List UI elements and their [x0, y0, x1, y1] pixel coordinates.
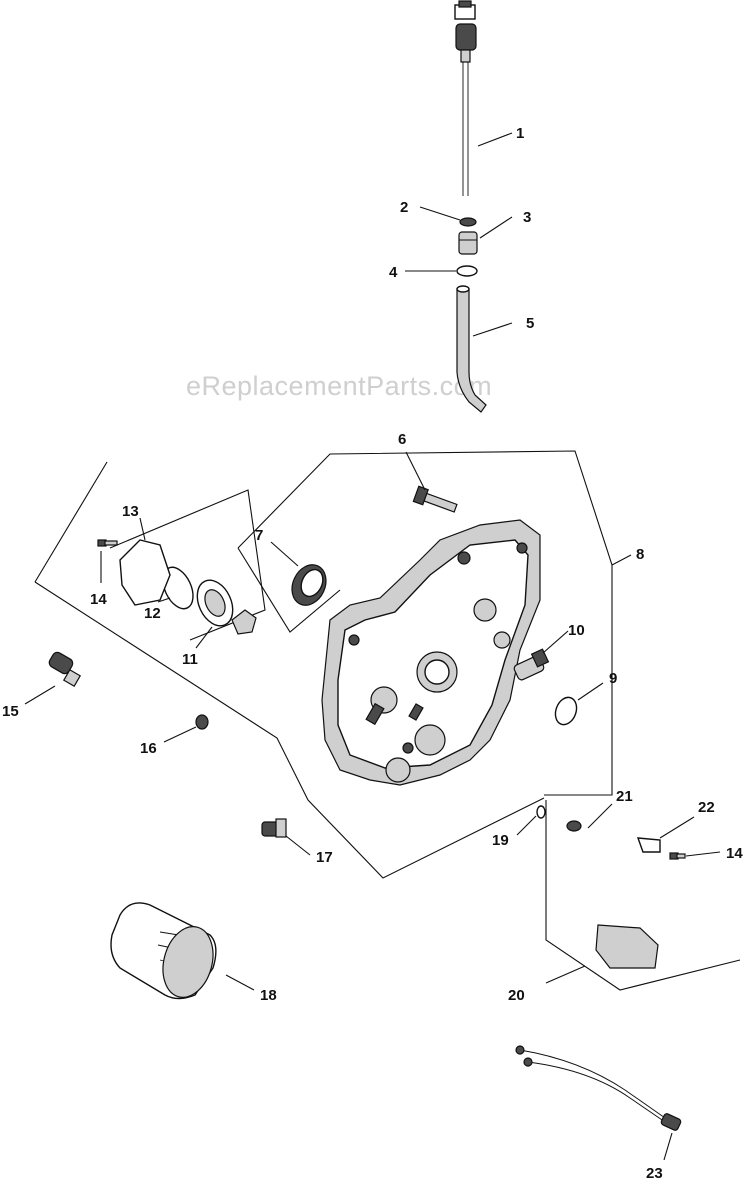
part-7-oil-seal	[291, 564, 327, 606]
callout-4: 4	[389, 264, 398, 281]
callout-22: 22	[698, 799, 715, 816]
part-16-plug	[195, 714, 209, 730]
part-12-o-ring	[162, 566, 194, 610]
callout-18: 18	[260, 987, 277, 1004]
part-22-bracket	[636, 837, 661, 853]
callout-12: 12	[144, 605, 161, 622]
frame-right-edge	[237, 450, 613, 796]
part-14-screw-lower	[669, 852, 686, 860]
part-20-oil-pickup	[574, 825, 659, 969]
callout-13: 13	[122, 503, 139, 520]
callout-2: 2	[400, 199, 408, 216]
leader-lines	[24, 132, 721, 1161]
callout-17: 17	[316, 849, 333, 866]
part-19-o-ring	[536, 805, 546, 819]
frame-seal-box	[237, 547, 341, 633]
callout-3: 3	[523, 209, 531, 226]
part-21-pickup-fitting	[566, 820, 582, 832]
part-15-pressure-sender	[48, 651, 82, 688]
part-3-fitting	[458, 231, 478, 255]
frame-left-edge	[34, 461, 108, 583]
part-4-o-ring	[456, 265, 478, 277]
part-5-dipstick-tube	[456, 285, 487, 413]
callout-16: 16	[140, 740, 157, 757]
frame-pump-box	[109, 489, 266, 641]
callout-21: 21	[616, 788, 633, 805]
part-2-washer	[459, 217, 477, 227]
callout-1: 1	[516, 125, 524, 142]
callout-10: 10	[568, 622, 585, 639]
frame-pickup-box	[545, 800, 741, 991]
part-18-oil-filter	[110, 902, 217, 1000]
part-23-wire-harness	[515, 1045, 682, 1131]
part-10-plug	[513, 648, 550, 681]
callout-11: 11	[182, 651, 198, 668]
callout-7: 7	[255, 527, 263, 544]
callout-20: 20	[508, 987, 525, 1004]
part-1-dipstick	[454, 0, 477, 196]
callout-23: 23	[646, 1165, 663, 1182]
part-8-closure-plate	[321, 519, 541, 786]
part-17-drain-plug	[261, 818, 287, 838]
callout-9: 9	[609, 670, 617, 687]
watermark: eReplacementParts.com	[186, 371, 492, 401]
callout-14-upper: 14	[90, 591, 107, 608]
part-11-oil-pump-rotor	[196, 579, 257, 635]
part-9-o-ring	[554, 696, 578, 726]
callout-labels: 1 2 3 4 5 6 7 8 9 10 11 12 13 14 14 15 1…	[2, 125, 743, 1182]
callout-14-lower: 14	[726, 845, 743, 862]
part-14-screw-upper	[97, 539, 118, 547]
callout-15: 15	[2, 703, 19, 720]
frame-bottom-edge	[34, 581, 545, 879]
callout-19: 19	[492, 832, 509, 849]
part-6-bolt	[412, 485, 458, 513]
callout-6: 6	[398, 431, 406, 448]
part-13-pump-cover	[119, 539, 171, 606]
callout-5: 5	[526, 315, 534, 332]
callout-8: 8	[636, 546, 644, 563]
